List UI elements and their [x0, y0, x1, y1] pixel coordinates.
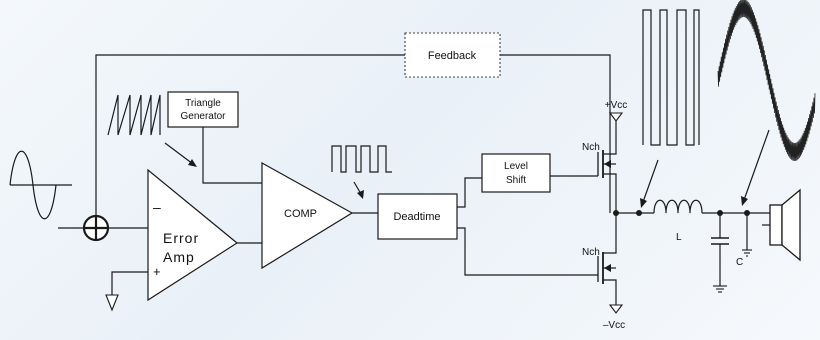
pwm-arrow — [640, 159, 659, 208]
deadtime-block: Deadtime — [377, 193, 458, 240]
triangle-generator-label-line1: Triangle — [185, 98, 221, 109]
sawtooth-arrow — [164, 142, 197, 167]
speaker-icon — [742, 188, 801, 262]
error-amp-label-line1: Error — [163, 230, 199, 246]
error-amp-plus: + — [153, 264, 161, 279]
triangle-generator-label-line2: Generator — [180, 111, 226, 122]
error-amp-minus: – — [153, 199, 161, 215]
comp-label: COMP — [284, 208, 317, 220]
nch-bottom-label: Nch — [582, 247, 600, 258]
feedback-loop-wires — [95, 54, 611, 215]
error-amp: – + Error Amp — [147, 168, 239, 302]
level-shift-label-line2: Shift — [506, 175, 526, 186]
pulse-arrow — [353, 181, 364, 199]
vcc-positive-rail: +Vcc — [605, 100, 628, 150]
summing-junction-icon — [82, 214, 110, 242]
triangle-generator-block: Triangle Generator — [167, 91, 239, 128]
deadtime-label: Deadtime — [393, 211, 440, 223]
sawtooth-wave-icon — [107, 94, 161, 136]
nch-top-label: Nch — [582, 142, 600, 153]
feedback-label: Feedback — [428, 50, 477, 62]
pwm-output-wave-icon — [642, 9, 700, 146]
vcc-positive-label: +Vcc — [605, 100, 628, 111]
sine-wave-input-icon — [9, 150, 84, 229]
nmos-low-side: Nch — [582, 213, 617, 305]
noisy-sine-output-icon — [717, 0, 816, 162]
vcc-negative-rail: –Vcc — [603, 304, 625, 331]
square-pulse-wave-icon — [331, 145, 392, 173]
feedback-block: Feedback — [404, 32, 501, 78]
capacitor-icon: C — [711, 213, 743, 293]
inductor-label: L — [676, 232, 682, 243]
vcc-negative-label: –Vcc — [603, 320, 625, 331]
output-arrow — [741, 129, 770, 206]
nmos-high-side: Nch — [582, 142, 617, 213]
switch-node — [613, 210, 654, 216]
ground-icon — [105, 271, 148, 312]
comp-block: COMP — [261, 161, 354, 270]
level-shift-label-line1: Level — [504, 161, 528, 172]
capacitor-label: C — [736, 257, 743, 268]
error-amp-label-line2: Amp — [163, 249, 195, 265]
inductor-icon: L — [653, 199, 703, 243]
level-shift-block: Level Shift — [481, 153, 551, 193]
